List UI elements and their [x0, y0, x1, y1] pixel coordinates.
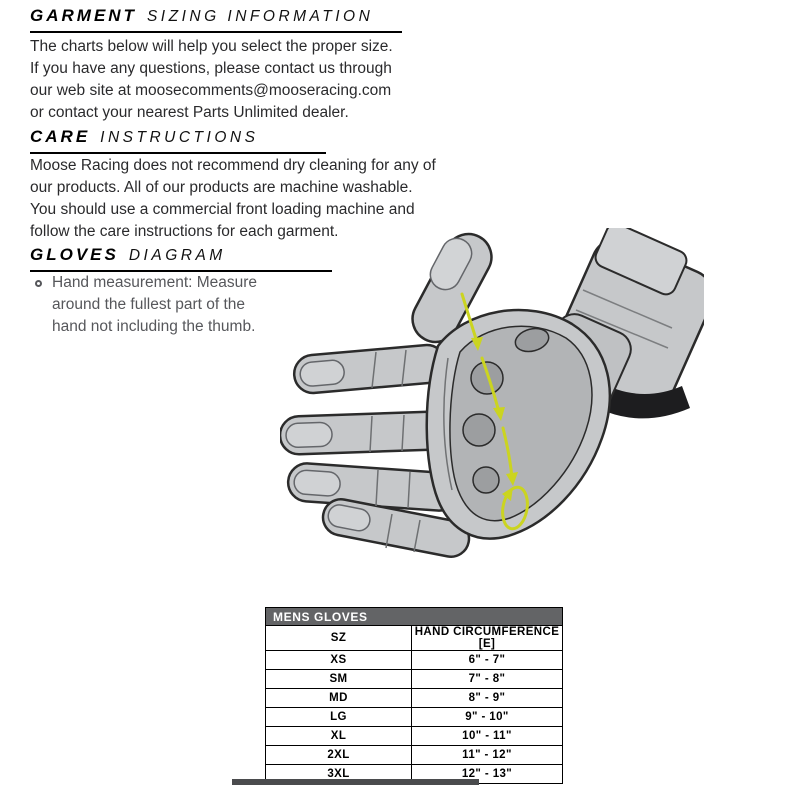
- finger-seam-lines: [369, 414, 405, 453]
- fingertip-panel: [285, 421, 333, 449]
- gloves-bullet-text: Hand measurement: Measure around the ful…: [52, 272, 257, 338]
- garment-section-heading: GARMENT SIZING INFORMATION: [30, 6, 402, 33]
- bullet-circle-icon: [35, 280, 42, 287]
- measurement-arrowhead-icon: [471, 337, 483, 351]
- circumference-cell: 11" - 12": [411, 745, 563, 765]
- body-line: our web site at moosecomments@mooseracin…: [30, 82, 392, 99]
- column-header-circumference: HAND CIRCUMFERENCE [E]: [411, 625, 563, 651]
- mens-gloves-size-table: MENS GLOVES SZ HAND CIRCUMFERENCE [E] XS…: [265, 607, 563, 784]
- size-cell: XS: [265, 650, 412, 670]
- glove-fingers-group: [278, 343, 471, 558]
- measurement-arrows-group: [460, 292, 529, 531]
- next-table-header-partial: [232, 779, 479, 785]
- table-row: SM 7" - 8": [265, 669, 563, 689]
- table-row: 2XL 11" - 12": [265, 745, 563, 765]
- care-heading-primary: CARE: [30, 127, 91, 146]
- finger-seam-lines: [385, 513, 421, 553]
- body-line: or contact your nearest Parts Unlimited …: [30, 104, 349, 121]
- cuff-strap: [594, 222, 688, 296]
- column-header-sz: SZ: [265, 625, 412, 651]
- body-line: If you have any questions, please contac…: [30, 60, 392, 77]
- care-section-heading: CARE INSTRUCTIONS: [30, 127, 326, 154]
- cuff-stitch-line: [575, 309, 669, 349]
- measurement-arrowhead-icon: [506, 472, 518, 486]
- gloves-heading-secondary: DIAGRAM: [128, 247, 226, 264]
- thumb-base-pad: [514, 327, 550, 353]
- fingertip-panel: [299, 359, 345, 387]
- circumference-cell: 6" - 7": [411, 650, 563, 670]
- table-header-row: SZ HAND CIRCUMFERENCE [E]: [265, 625, 563, 651]
- circumference-cell: 8" - 9": [411, 688, 563, 708]
- table-row: XS 6" - 7": [265, 650, 563, 670]
- measurement-arrowhead-icon: [502, 487, 513, 501]
- glove-diagram: [278, 222, 715, 576]
- size-cell: XL: [265, 726, 412, 746]
- circumference-cell: 7" - 8": [411, 669, 563, 689]
- table-row: XL 10" - 11": [265, 726, 563, 746]
- body-line: The charts below will help you select th…: [30, 38, 393, 55]
- finger-seam-lines: [375, 469, 411, 509]
- body-line: Hand measurement: Measure: [52, 274, 258, 291]
- body-line: Moose Racing does not recommend dry clea…: [30, 157, 436, 174]
- glove-illustration: [278, 222, 715, 558]
- size-cell: LG: [265, 707, 412, 727]
- glove-palm-group: [425, 308, 612, 540]
- body-line: follow the care instructions for each ga…: [30, 223, 339, 240]
- palm-padding-circle: [472, 466, 500, 494]
- body-line: hand not including the thumb.: [52, 318, 256, 335]
- body-line: You should use a commercial front loadin…: [30, 201, 415, 218]
- fingertip-panel: [293, 469, 341, 497]
- glove-thumb-group: [411, 232, 493, 344]
- gloves-section-heading: GLOVES DIAGRAM: [30, 245, 332, 272]
- measurement-arrowhead-icon: [493, 407, 505, 421]
- palm-edge-seam: [443, 357, 453, 491]
- table-title: MENS GLOVES: [265, 607, 563, 626]
- size-cell: SM: [265, 669, 412, 689]
- care-heading-secondary: INSTRUCTIONS: [100, 129, 259, 146]
- garment-heading-secondary: SIZING INFORMATION: [146, 8, 374, 25]
- care-body: Moose Racing does not recommend dry clea…: [30, 155, 436, 243]
- thumb-tip-panel: [429, 237, 473, 291]
- table-title-row: MENS GLOVES: [265, 607, 563, 626]
- cuff-stitch-line: [582, 289, 673, 329]
- body-line: around the fullest part of the: [52, 296, 246, 313]
- body-line: our products. All of our products are ma…: [30, 179, 413, 196]
- palm-padding-circle: [462, 413, 496, 447]
- garment-body: The charts below will help you select th…: [30, 36, 393, 124]
- fingertip-panel: [327, 504, 371, 532]
- circumference-cell: 9" - 10": [411, 707, 563, 727]
- size-cell: 2XL: [265, 745, 412, 765]
- measurement-loop: [501, 485, 529, 531]
- circumference-cell: 10" - 11": [411, 726, 563, 746]
- palm-padding-circle: [470, 361, 504, 395]
- table-row: LG 9" - 10": [265, 707, 563, 727]
- finger-seam-lines: [371, 349, 407, 389]
- garment-heading-primary: GARMENT: [30, 6, 137, 25]
- table-row: MD 8" - 9": [265, 688, 563, 708]
- gloves-heading-primary: GLOVES: [30, 245, 119, 264]
- size-cell: MD: [265, 688, 412, 708]
